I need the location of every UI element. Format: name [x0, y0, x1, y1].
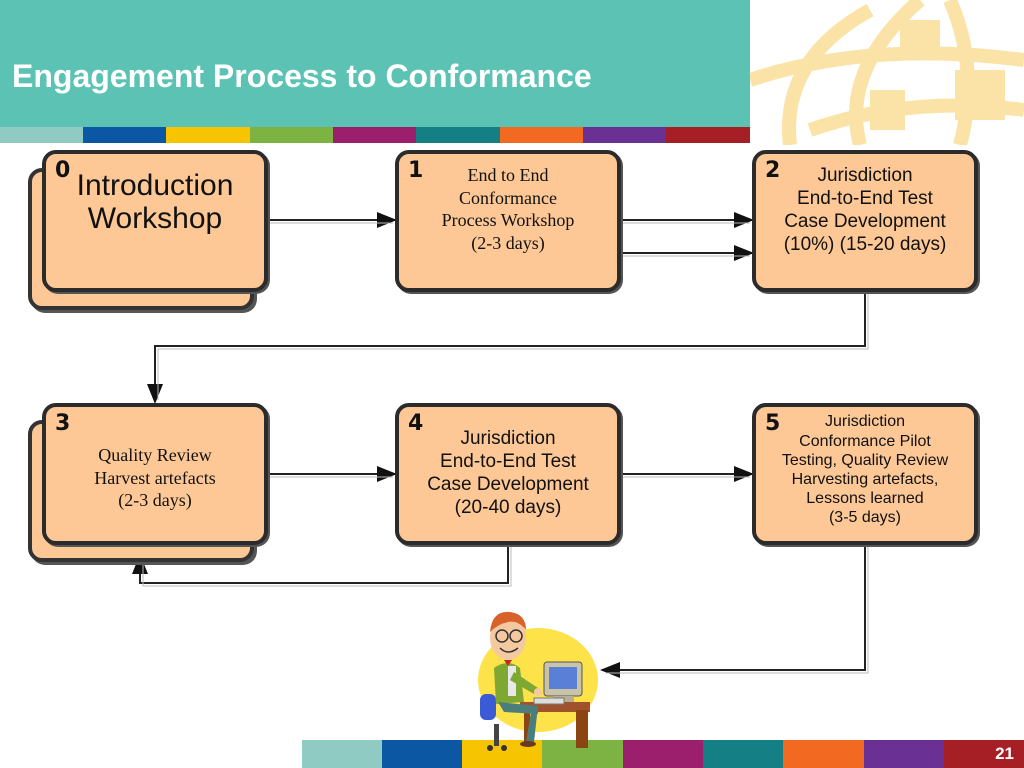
- page-number: 21: [995, 744, 1014, 763]
- strip-segment: [416, 127, 500, 143]
- strip-segment: [666, 127, 750, 143]
- step-number: 1: [408, 158, 424, 183]
- step-text: Quality Review Harvest artefacts (2-3 da…: [94, 445, 216, 511]
- strip-segment: [783, 740, 864, 768]
- step-number: 0: [55, 158, 71, 183]
- strip-segment: [382, 740, 462, 768]
- step-2-box: 2 Jurisdiction End-to-End Test Case Deve…: [752, 150, 978, 292]
- arrow-2-to-3: [147, 292, 866, 404]
- step-1-box: 1 End to End Conformance Process Worksho…: [395, 150, 621, 292]
- color-strip-top: [0, 127, 750, 143]
- step-text: Jurisdiction End-to-End Test Case Develo…: [427, 428, 589, 518]
- arrow-5-to-end: [600, 546, 866, 678]
- step-number: 3: [55, 411, 71, 436]
- step-0-box: 0 Introduction Workshop: [42, 150, 268, 292]
- step-number: 4: [408, 411, 424, 436]
- step-3-box: 3 Quality Review Harvest artefacts (2-3 …: [42, 403, 268, 545]
- strip-segment: [623, 740, 703, 768]
- step-text: Jurisdiction Conformance Pilot Testing, …: [781, 413, 949, 527]
- step-number: 5: [765, 411, 781, 436]
- slide-title: Engagement Process to Conformance: [12, 58, 592, 94]
- step-5-box: 5 Jurisdiction Conformance Pilot Testing…: [752, 403, 978, 545]
- strip-segment: [944, 740, 1024, 768]
- strip-segment: [166, 127, 250, 143]
- arrow-4-to-3: [132, 546, 509, 584]
- globe-icon: [750, 0, 1024, 145]
- strip-segment: [500, 127, 583, 143]
- header-banner: Engagement Process to Conformance: [0, 0, 750, 127]
- strip-segment: [302, 740, 382, 768]
- person-at-computer-icon: [478, 611, 598, 751]
- strip-segment: [864, 740, 944, 768]
- step-4-box: 4 Jurisdiction End-to-End Test Case Deve…: [395, 403, 621, 545]
- step-number: 2: [765, 158, 781, 183]
- strip-segment: [703, 740, 783, 768]
- strip-segment: [583, 127, 666, 143]
- step-text: Introduction Workshop: [76, 169, 234, 235]
- step-text: End to End Conformance Process Workshop …: [441, 165, 575, 253]
- strip-segment: [333, 127, 416, 143]
- strip-segment: [0, 127, 83, 143]
- step-text: Jurisdiction End-to-End Test Case Develo…: [783, 165, 947, 255]
- color-strip-bottom: [302, 740, 1024, 768]
- strip-segment: [83, 127, 166, 143]
- strip-segment: [250, 127, 333, 143]
